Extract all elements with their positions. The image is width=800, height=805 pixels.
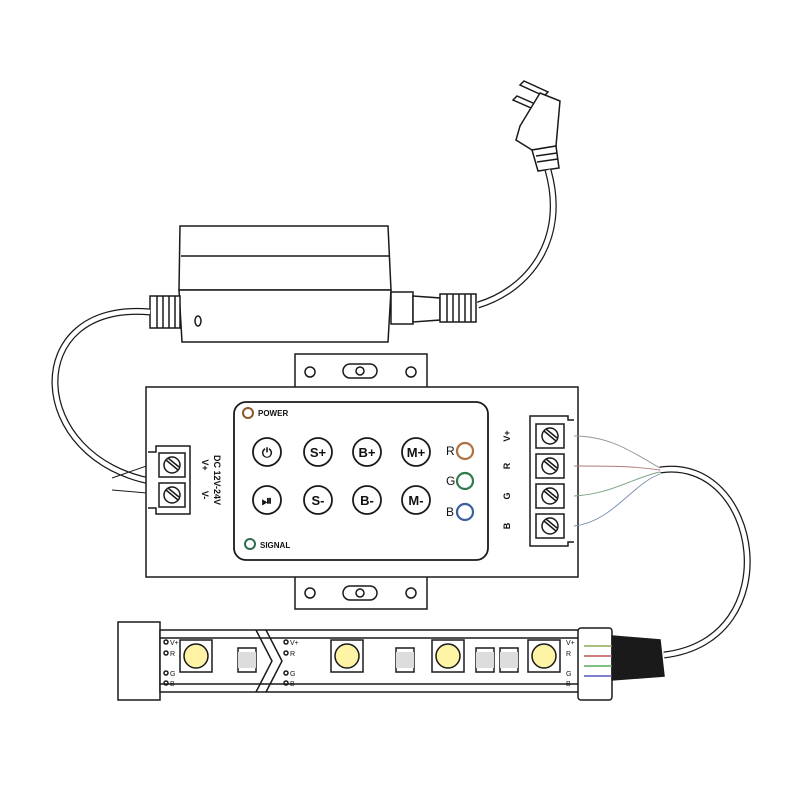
mounting-tab-top: [294, 353, 428, 389]
resistor-2: [395, 647, 415, 673]
strip-left-pin-b: B: [170, 681, 175, 688]
strip-mid-pin-r: R: [290, 651, 295, 658]
led-strip: [117, 621, 665, 701]
signal-led: [244, 538, 256, 550]
channel-led-r: [455, 441, 475, 461]
led-chip-3: [431, 639, 465, 673]
mode-up-label: M+: [407, 445, 426, 460]
led-chip-2: [330, 639, 364, 673]
channel-label-r: R: [446, 444, 455, 458]
strip-right-pin-b: B: [566, 681, 571, 688]
channel-led-g: [455, 471, 475, 491]
output-b-label: B: [502, 522, 512, 529]
brightness-down-label: B-: [360, 493, 374, 508]
strip-left-pin-vplus: V+: [170, 640, 179, 647]
output-r-label: R: [502, 462, 512, 469]
led-chip-1: [179, 639, 213, 673]
input-terminal-block: [148, 445, 191, 515]
strip-mid-pin-g: G: [290, 671, 295, 678]
power-label: POWER: [258, 409, 288, 418]
speed-up-label: S+: [310, 445, 327, 460]
resistor-4: [499, 647, 519, 673]
signal-label: SIGNAL: [260, 541, 290, 550]
rgb-cable: [659, 465, 751, 659]
brightness-up-label: B+: [359, 445, 376, 460]
resistor-3: [475, 647, 495, 673]
channel-label-g: G: [446, 474, 455, 488]
channel-led-b: [455, 502, 475, 522]
output-terminal-block: [529, 415, 574, 547]
power-button-icon: ⏻: [262, 445, 273, 460]
mode-down-label: M-: [408, 493, 423, 508]
channel-label-b: B: [446, 505, 454, 519]
power-led: [242, 407, 254, 419]
power-adapter: [149, 225, 477, 343]
remote-buttons: [252, 437, 431, 515]
speed-down-label: S-: [312, 493, 325, 508]
rgb-wires: [573, 435, 661, 527]
wall-plug: [511, 80, 561, 172]
strip-right-pin-r: R: [566, 651, 571, 658]
play-pause-icon: ⏯: [262, 493, 272, 508]
output-vplus-label: V+: [502, 430, 512, 441]
input-vplus-label: V+: [200, 459, 210, 470]
strip-right-pin-vplus: V+: [566, 640, 575, 647]
strip-left-pin-r: R: [170, 651, 175, 658]
mounting-tab-bottom: [294, 574, 428, 610]
input-vminus-label: V-: [200, 491, 210, 500]
strip-mid-pin-vplus: V+: [290, 640, 299, 647]
strip-right-pin-g: G: [566, 671, 571, 678]
input-voltage-label: DC 12V-24V: [212, 455, 222, 505]
led-chip-4: [527, 639, 561, 673]
strip-mid-pin-b: B: [290, 681, 295, 688]
strip-left-pin-g: G: [170, 671, 175, 678]
resistor-1: [237, 647, 257, 673]
output-g-label: G: [502, 492, 512, 499]
